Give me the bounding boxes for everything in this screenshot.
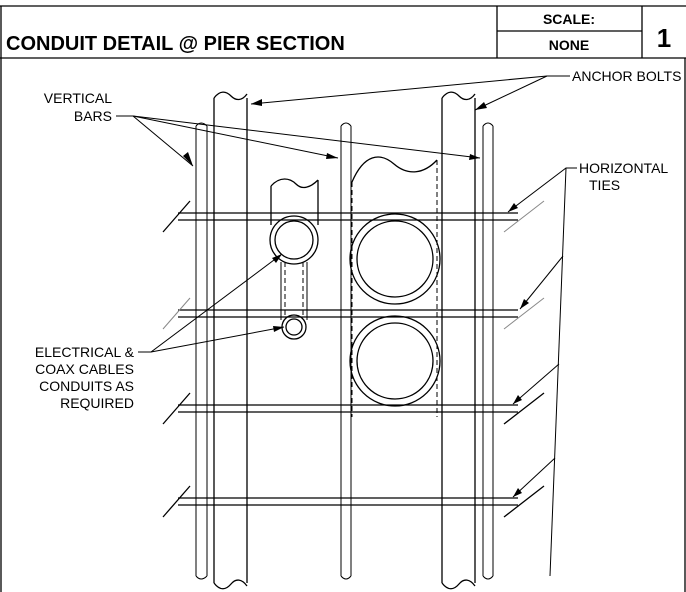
vertical-bar-2 — [340, 122, 352, 580]
anchor-bolts-label: ANCHOR BOLTS — [572, 68, 681, 84]
small-conduit-inner — [274, 220, 314, 260]
horizontal-tie-1 — [162, 200, 545, 233]
small-conduit — [269, 178, 319, 340]
leader-vertical-bars — [116, 115, 481, 167]
horizontal-ties-label-line-2: TIES — [589, 177, 620, 193]
vertical-bars-label-line-1: VERTICAL — [44, 90, 112, 106]
conduits-label-line-3: CONDUITS AS — [39, 378, 134, 394]
horizontal-tie-2 — [162, 297, 545, 330]
large-conduit — [349, 156, 441, 417]
leader-horizontal-ties — [507, 167, 577, 577]
vertical-bar-3 — [482, 122, 494, 580]
leader-conduits — [138, 253, 285, 353]
conduits-label-line-4: REQUIRED — [60, 395, 134, 411]
horizontal-tie-4 — [162, 485, 545, 518]
large-conduit-upper-outer — [349, 213, 441, 305]
anchor-bolt-right — [441, 91, 476, 590]
anchor-bolt-left — [213, 91, 248, 590]
large-conduit-lower-inner — [356, 322, 434, 400]
conduits-label-line-1: ELECTRICAL & — [35, 344, 135, 360]
vertical-bars-label-line-2: BARS — [74, 108, 112, 124]
large-conduit-upper-inner — [356, 220, 434, 298]
conduits-label-line-2: COAX CABLES — [35, 361, 134, 377]
drawing-title: CONDUIT DETAIL @ PIER SECTION — [6, 33, 345, 55]
vertical-bar-1 — [195, 122, 208, 580]
scale-label: SCALE: — [543, 11, 595, 27]
small-conduit-end-inner — [285, 318, 303, 336]
title-block: CONDUIT DETAIL @ PIER SECTION SCALE: NON… — [0, 5, 686, 592]
large-conduit-lower-outer — [349, 315, 441, 407]
horizontal-ties-label-line-1: HORIZONTAL — [579, 160, 668, 176]
detail-number: 1 — [657, 23, 671, 53]
small-conduit-outer — [269, 215, 319, 265]
scale-value: NONE — [549, 37, 589, 53]
leader-anchor-bolts — [250, 75, 570, 111]
horizontal-tie-3 — [162, 392, 545, 425]
